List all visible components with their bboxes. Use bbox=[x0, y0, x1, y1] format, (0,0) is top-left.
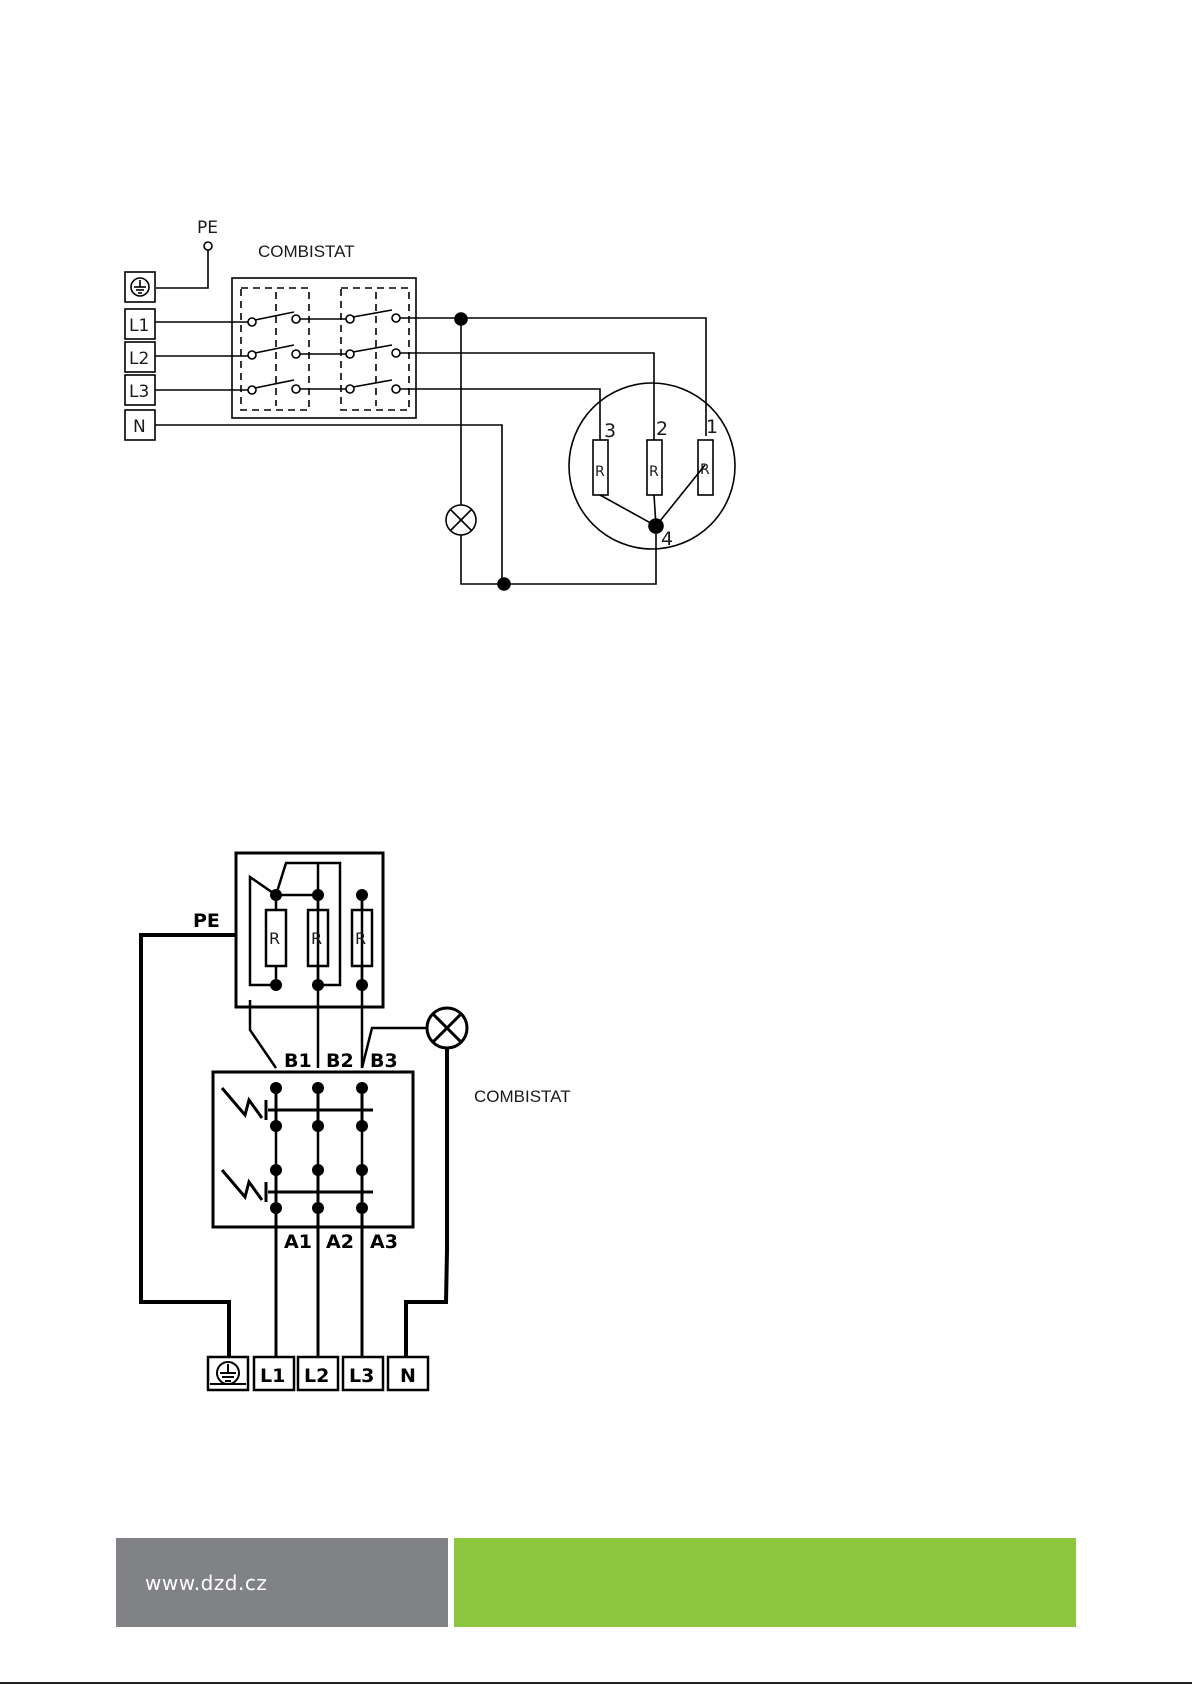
ground-icon-2 bbox=[210, 1362, 246, 1384]
node-label-3: 3 bbox=[604, 420, 616, 442]
label-a1: A1 bbox=[284, 1231, 312, 1253]
junction-neutral bbox=[498, 578, 510, 590]
resistor-label-b: R bbox=[311, 929, 322, 948]
combistat-title-1: COMBISTAT bbox=[258, 242, 355, 261]
combistat-box-2 bbox=[213, 1072, 413, 1227]
label-a2: A2 bbox=[326, 1231, 354, 1253]
diagram-2: R R R PE B1 B2 B3 COMBISTAT bbox=[141, 853, 571, 1390]
terminal-label-l3-2: L3 bbox=[349, 1365, 374, 1387]
terminal-label-l2-2: L2 bbox=[304, 1365, 329, 1387]
label-a3: A3 bbox=[370, 1231, 398, 1253]
bottom-rule bbox=[0, 1682, 1192, 1684]
wire-b1 bbox=[250, 1000, 276, 1068]
diagram-1: PE COMBISTAT L1 L2 L3 N bbox=[125, 218, 735, 590]
wire-out-3 bbox=[400, 389, 600, 440]
wire-neutral bbox=[155, 425, 502, 584]
resistor-label-a: R bbox=[269, 929, 280, 948]
lamp-icon-2 bbox=[427, 1008, 467, 1048]
pe-connector bbox=[204, 242, 212, 250]
resistor-label-3: R bbox=[595, 464, 605, 480]
resistor-label-c: R bbox=[355, 929, 366, 948]
switch-row-l2 bbox=[155, 345, 400, 359]
combistat-box-1 bbox=[232, 278, 416, 418]
pe-label-2: PE bbox=[193, 910, 220, 932]
footer-website-link[interactable]: www.dzd.cz bbox=[145, 1571, 267, 1595]
switch-row-l3 bbox=[155, 380, 400, 394]
relay-symbol-top bbox=[222, 1088, 262, 1118]
terminal-label-l1: L1 bbox=[129, 316, 149, 336]
label-b2: B2 bbox=[326, 1050, 354, 1072]
relay-symbol-bottom bbox=[222, 1170, 262, 1200]
pe-label: PE bbox=[197, 218, 218, 238]
pe-wire bbox=[156, 250, 208, 288]
pe-wire-2 bbox=[141, 935, 236, 1357]
footer-green-panel bbox=[454, 1538, 1076, 1627]
label-b1: B1 bbox=[284, 1050, 312, 1072]
terminal-label-l1-2: L1 bbox=[260, 1365, 285, 1387]
resistor-label-2: R bbox=[649, 464, 659, 480]
wire-return bbox=[461, 528, 656, 584]
terminal-label-n: N bbox=[133, 417, 146, 437]
switch-row-l1 bbox=[155, 310, 400, 326]
terminal-label-l2: L2 bbox=[129, 349, 149, 369]
terminal-label-l3: L3 bbox=[129, 382, 149, 402]
switch-contacts bbox=[266, 1085, 373, 1212]
lamp-icon bbox=[446, 505, 476, 535]
node-label-2: 2 bbox=[656, 418, 668, 440]
ground-icon bbox=[131, 278, 149, 296]
terminal-label-n-2: N bbox=[400, 1365, 416, 1387]
node-label-1: 1 bbox=[706, 416, 718, 438]
combistat-title-2: COMBISTAT bbox=[474, 1087, 571, 1106]
node-label-4: 4 bbox=[661, 528, 673, 550]
label-b3: B3 bbox=[370, 1050, 398, 1072]
